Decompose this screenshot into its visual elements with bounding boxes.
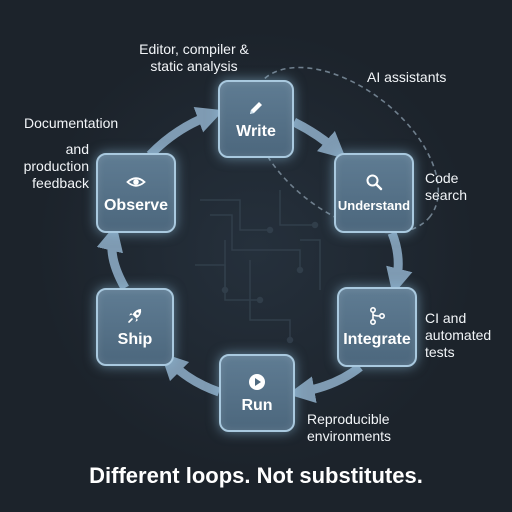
node-understand[interactable]: Understand [334,153,414,233]
arrow-run-to-ship [160,352,221,397]
annotation-line: CI and [425,310,467,326]
node-integrate-label: Integrate [343,330,411,348]
node-write-label: Write [236,122,276,140]
eye-icon [126,176,146,187]
annotation-line: Documentation [24,115,119,131]
magnifier-icon [366,174,383,190]
rocket-icon [128,308,142,323]
arrow-observe-to-write [146,107,224,159]
annotation-reproducible-environments: Reproducible environments [307,411,391,445]
annotation-line: production [23,158,89,174]
node-write[interactable]: Write [218,80,294,158]
cycle-arrows [96,107,413,404]
annotation-line: environments [307,428,392,444]
annotation-line: and [65,141,89,157]
node-ship[interactable]: Ship [96,288,174,366]
node-ship-label: Ship [117,330,153,348]
annotation-production-feedback: and production feedback [17,141,89,192]
node-understand-label: Understand [337,197,411,213]
annotation-editor-compiler: Editor, compiler & static analysis [118,41,270,75]
annotation-line: automated [425,327,492,343]
annotation-documentation: Documentation [24,115,118,132]
pencil-icon [250,101,262,114]
arrow-write-to-understand [291,117,347,159]
tagline: Different loops. Not substitutes. [89,463,423,488]
node-observe-label: Observe [103,196,169,214]
node-observe[interactable]: Observe [96,153,176,233]
annotation-line: feedback [32,175,89,191]
annotation-line: Reproducible [307,411,390,427]
annotation-line: Editor, compiler & [139,41,249,57]
arrow-integrate-to-run [287,363,363,404]
annotation-code-search: Code search [425,170,467,204]
annotation-line: search [425,187,468,203]
git-merge-icon [369,306,386,325]
annotation-line: tests [425,344,455,360]
arrow-understand-to-integrate [386,231,413,296]
annotation-ai-assistants: AI assistants [367,69,446,86]
arrow-ship-to-observe [96,223,129,291]
annotation-line: static analysis [150,58,238,74]
annotation-line: AI assistants [367,69,447,85]
circuit-traces [195,190,321,344]
annotation-ci-tests: CI and automated tests [425,310,491,361]
annotation-line: Code [425,170,459,186]
play-icon [249,373,265,390]
node-run-label: Run [241,396,273,414]
node-run[interactable]: Run [219,354,295,432]
node-integrate[interactable]: Integrate [337,287,417,367]
